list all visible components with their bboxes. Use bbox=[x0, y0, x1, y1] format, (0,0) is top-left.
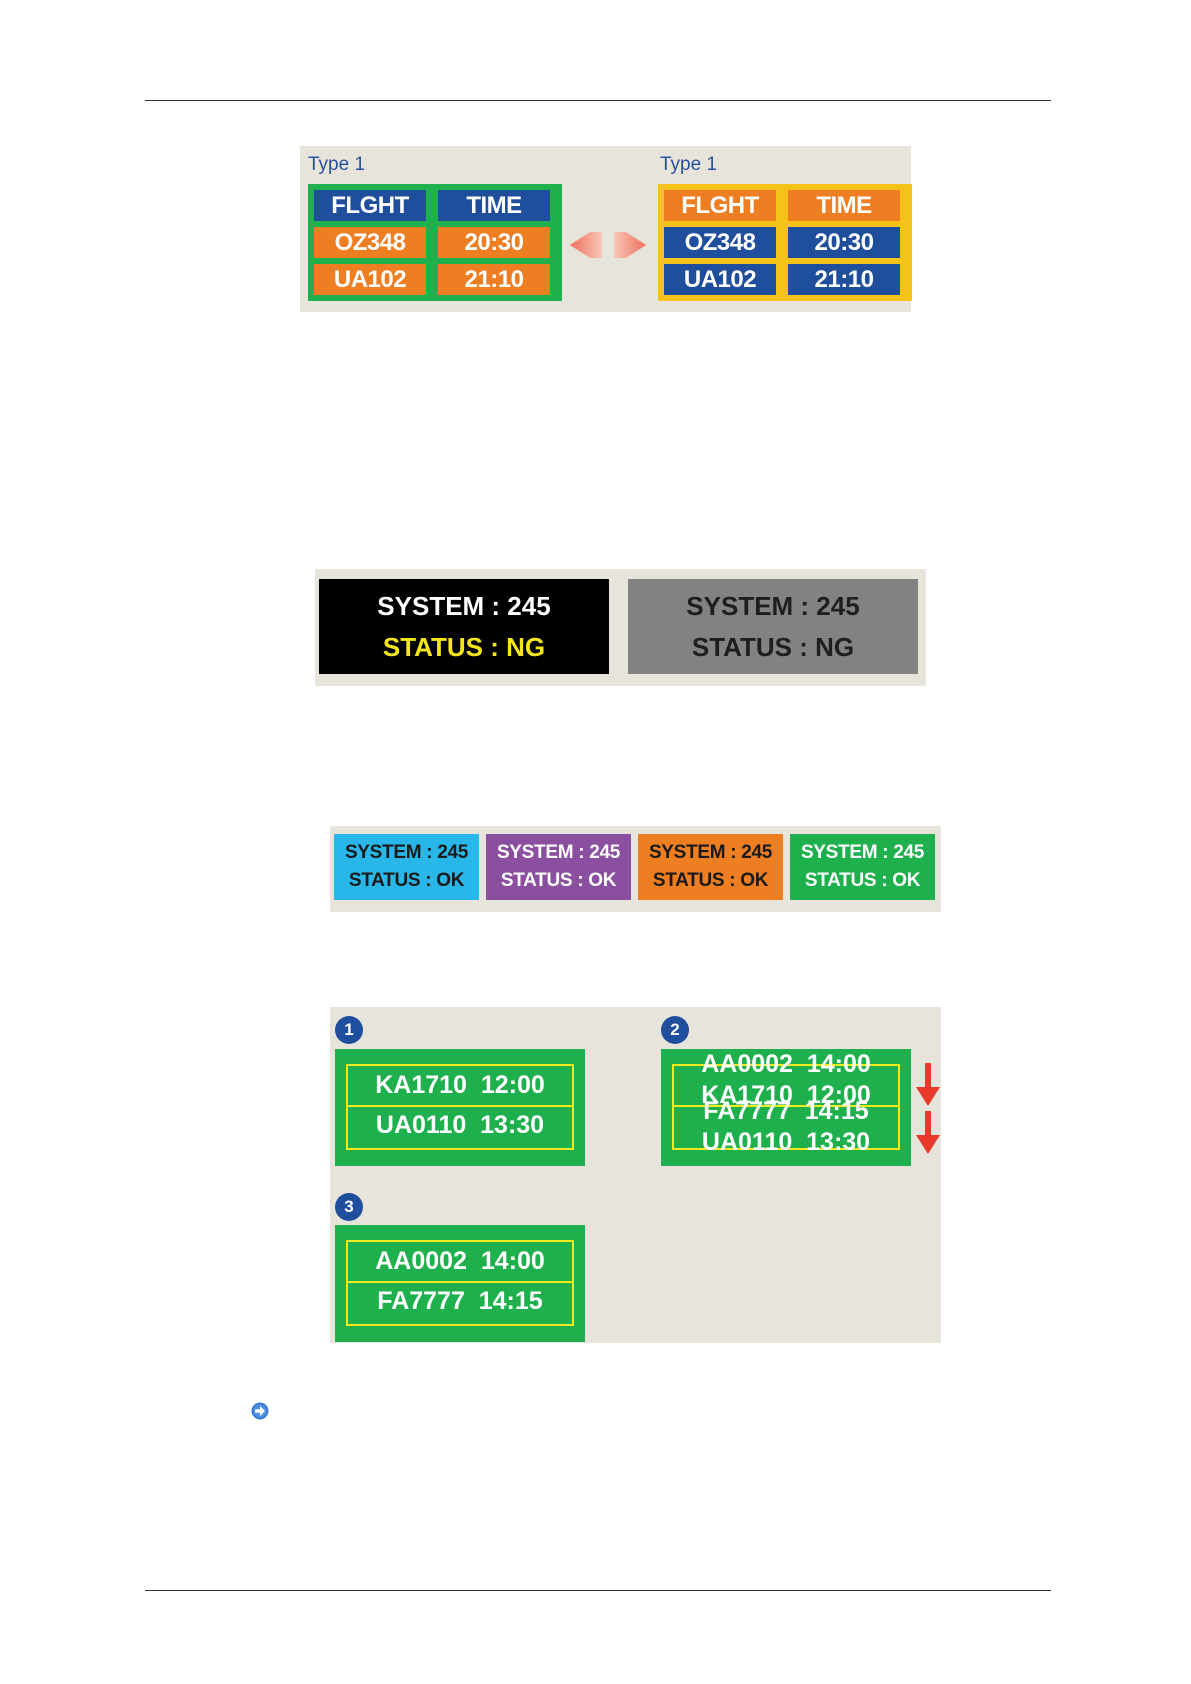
row1-flight: OZ348 bbox=[314, 227, 426, 258]
row2-time: 21:10 bbox=[438, 264, 550, 295]
footer-rule bbox=[145, 1590, 1051, 1591]
system-text: SYSTEM : 245 bbox=[648, 842, 773, 863]
status-box-green: SYSTEM : 245 STATUS : OK bbox=[790, 834, 935, 900]
figure-scrolling-flight-display: 1 KA1710 12:00 UA0110 13:30 2 AA0002 14:… bbox=[330, 1007, 941, 1343]
divider-line bbox=[674, 1105, 898, 1107]
status-box-gray: SYSTEM : 245 STATUS : NG bbox=[628, 579, 918, 674]
flight-display-1: KA1710 12:00 UA0110 13:30 bbox=[335, 1049, 585, 1166]
figure-flight-table-comparison: Type 1 Type 1 FLGHT TIME OZ348 20:30 UA1… bbox=[300, 146, 912, 312]
status-text: STATUS : NG bbox=[382, 631, 546, 662]
flight-line-1: AA0002 14:00 bbox=[375, 1247, 545, 1275]
row1-time: 20:30 bbox=[438, 227, 550, 258]
divider-line bbox=[348, 1105, 572, 1107]
system-text: SYSTEM : 245 bbox=[377, 590, 551, 621]
down-arrow-icon bbox=[916, 1111, 940, 1154]
row1-time: 20:30 bbox=[788, 227, 900, 258]
circle-arrow-right-icon bbox=[251, 1402, 269, 1420]
status-box-orange: SYSTEM : 245 STATUS : OK bbox=[638, 834, 783, 900]
flight-line-2: FA7777 14:15 bbox=[377, 1287, 543, 1315]
header-flight: FLGHT bbox=[314, 190, 426, 221]
figure-status-ok-colors: SYSTEM : 245 STATUS : OK SYSTEM : 245 ST… bbox=[330, 826, 941, 912]
system-text: SYSTEM : 245 bbox=[496, 842, 621, 863]
scrolling-text-area: AA0002 14:00 KA1710 12:00 FA7777 14:15 U… bbox=[674, 1050, 898, 1156]
flight-display-2: AA0002 14:00 KA1710 12:00 FA7777 14:15 U… bbox=[661, 1049, 911, 1166]
system-text: SYSTEM : 245 bbox=[800, 842, 925, 863]
flight-line-2: KA1710 12:00 bbox=[701, 1081, 871, 1109]
status-text: STATUS : NG bbox=[691, 631, 855, 662]
down-arrow-icon bbox=[916, 1063, 940, 1106]
flight-line-1: AA0002 14:00 bbox=[701, 1050, 871, 1078]
header-time: TIME bbox=[788, 190, 900, 221]
status-box-purple: SYSTEM : 245 STATUS : OK bbox=[486, 834, 631, 900]
yellow-frame: KA1710 12:00 UA0110 13:30 bbox=[346, 1064, 574, 1150]
status-text: STATUS : OK bbox=[500, 870, 617, 891]
flight-line-4: UA0110 13:30 bbox=[701, 1128, 871, 1156]
type-label-left: Type 1 bbox=[308, 154, 366, 175]
status-box-black: SYSTEM : 245 STATUS : NG bbox=[319, 579, 609, 674]
row1-flight: OZ348 bbox=[664, 227, 776, 258]
step-number-3: 3 bbox=[335, 1193, 363, 1221]
row2-flight: UA102 bbox=[314, 264, 426, 295]
step-number-1: 1 bbox=[335, 1016, 363, 1044]
system-text: SYSTEM : 245 bbox=[344, 842, 469, 863]
status-text: STATUS : OK bbox=[804, 870, 921, 891]
flight-line-2: UA0110 13:30 bbox=[375, 1111, 545, 1139]
header-flight: FLGHT bbox=[664, 190, 776, 221]
type-label-right: Type 1 bbox=[660, 154, 718, 175]
yellow-frame: AA0002 14:00 KA1710 12:00 FA7777 14:15 U… bbox=[672, 1050, 900, 1156]
figure-status-ng-comparison: SYSTEM : 245 STATUS : NG SYSTEM : 245 ST… bbox=[315, 569, 926, 686]
flight-line-1: KA1710 12:00 bbox=[375, 1071, 545, 1099]
status-text: STATUS : OK bbox=[348, 870, 465, 891]
system-text: SYSTEM : 245 bbox=[686, 590, 860, 621]
row2-flight: UA102 bbox=[664, 264, 776, 295]
flight-table-right: FLGHT TIME OZ348 20:30 UA102 21:10 bbox=[658, 184, 912, 301]
flight-table-left: FLGHT TIME OZ348 20:30 UA102 21:10 bbox=[308, 184, 562, 301]
step-number-2: 2 bbox=[661, 1016, 689, 1044]
flight-line-3: FA7777 14:15 bbox=[703, 1097, 869, 1125]
double-arrow-left-right-icon bbox=[570, 232, 646, 258]
header-time: TIME bbox=[438, 190, 550, 221]
header-rule bbox=[145, 100, 1051, 101]
divider-line bbox=[348, 1281, 572, 1283]
flight-display-3: AA0002 14:00 FA7777 14:15 bbox=[335, 1225, 585, 1342]
status-box-cyan: SYSTEM : 245 STATUS : OK bbox=[334, 834, 479, 900]
row2-time: 21:10 bbox=[788, 264, 900, 295]
yellow-frame: AA0002 14:00 FA7777 14:15 bbox=[346, 1240, 574, 1326]
status-text: STATUS : OK bbox=[652, 870, 769, 891]
